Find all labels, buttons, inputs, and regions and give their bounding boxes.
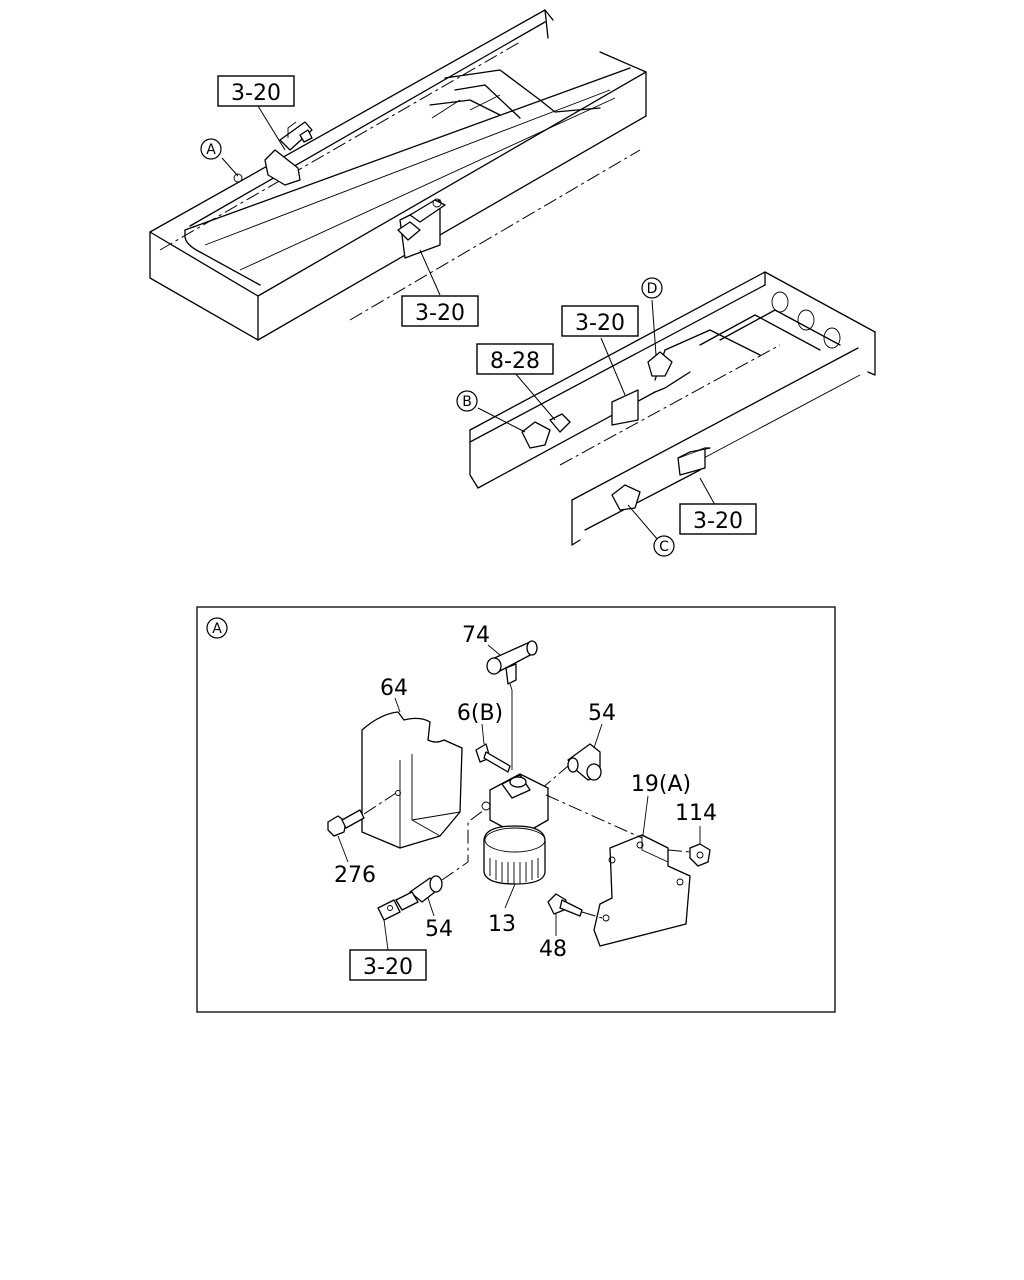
detail-ref-box: 3-20 [349,949,427,981]
part-54-fitting-lower [377,875,443,921]
svg-text:C: C [659,539,669,555]
ref-box-1: 3-20 [217,75,295,107]
leader-line [221,157,239,177]
callout-19a: 19(A) [631,772,691,797]
ref-box-4: 8-28 [476,343,554,375]
callout-13: 13 [488,912,516,937]
svg-text:3-20: 3-20 [693,509,743,534]
callout-6b: 6(B) [457,701,503,726]
svg-text:A: A [206,142,216,158]
leader-line [477,407,526,433]
detail-marker-a: A [206,617,228,639]
part-6b-bolt [475,743,511,773]
lower-frame-rail [469,271,876,546]
upper-frame-rail [149,9,647,341]
svg-text:D: D [647,281,658,297]
leader-line [257,105,286,151]
callout-54-upper: 54 [588,701,616,726]
leader-line [394,697,401,713]
leader-line [481,723,485,745]
marker-b: B [456,390,478,412]
svg-text:3-20: 3-20 [363,955,413,980]
svg-text:3-20: 3-20 [415,301,465,326]
dash-line [581,911,603,919]
ref-box-5: 3-20 [679,503,757,535]
part-64-shield [361,711,463,849]
marker-d: D [641,277,663,299]
marker-a: A [200,138,222,160]
part-19a-bracket [593,834,691,947]
dash-line [441,809,485,881]
dash-line [545,794,643,839]
leader-line [600,337,626,396]
callout-54-lower: 54 [425,917,453,942]
leader-line [419,249,441,296]
leader-line [504,883,516,909]
ref-box-3: 3-20 [561,305,639,337]
ref-box-2: 3-20 [401,295,479,327]
leader-line [514,372,556,421]
leader-line [699,477,716,506]
callout-64: 64 [380,676,408,701]
detail-frame [196,606,836,1013]
leader-line [593,723,603,749]
callout-114: 114 [675,801,717,826]
svg-text:3-20: 3-20 [575,311,625,336]
part-54-elbow-upper [567,743,602,781]
part-276-bolt [327,809,365,837]
svg-text:8-28: 8-28 [490,349,540,374]
part-13-filter [481,773,549,885]
leader-line [383,919,389,951]
leader-line [642,795,649,836]
marker-c: C [653,535,675,557]
leader-line [487,644,501,656]
dash-line [667,849,691,853]
svg-text:3-20: 3-20 [231,81,281,106]
svg-text:A: A [212,621,222,637]
part-48-bolt [547,893,583,917]
leader-line [427,897,435,917]
leader-line [627,504,659,541]
part-114-nut [689,843,711,867]
callout-74: 74 [462,623,490,648]
callout-276: 276 [334,863,376,888]
svg-text:B: B [462,394,472,410]
part-74-tee-fitting [486,640,538,691]
leader-line [651,299,657,356]
callout-48: 48 [539,937,567,962]
dash-line [363,792,397,815]
leader-line [337,835,349,863]
